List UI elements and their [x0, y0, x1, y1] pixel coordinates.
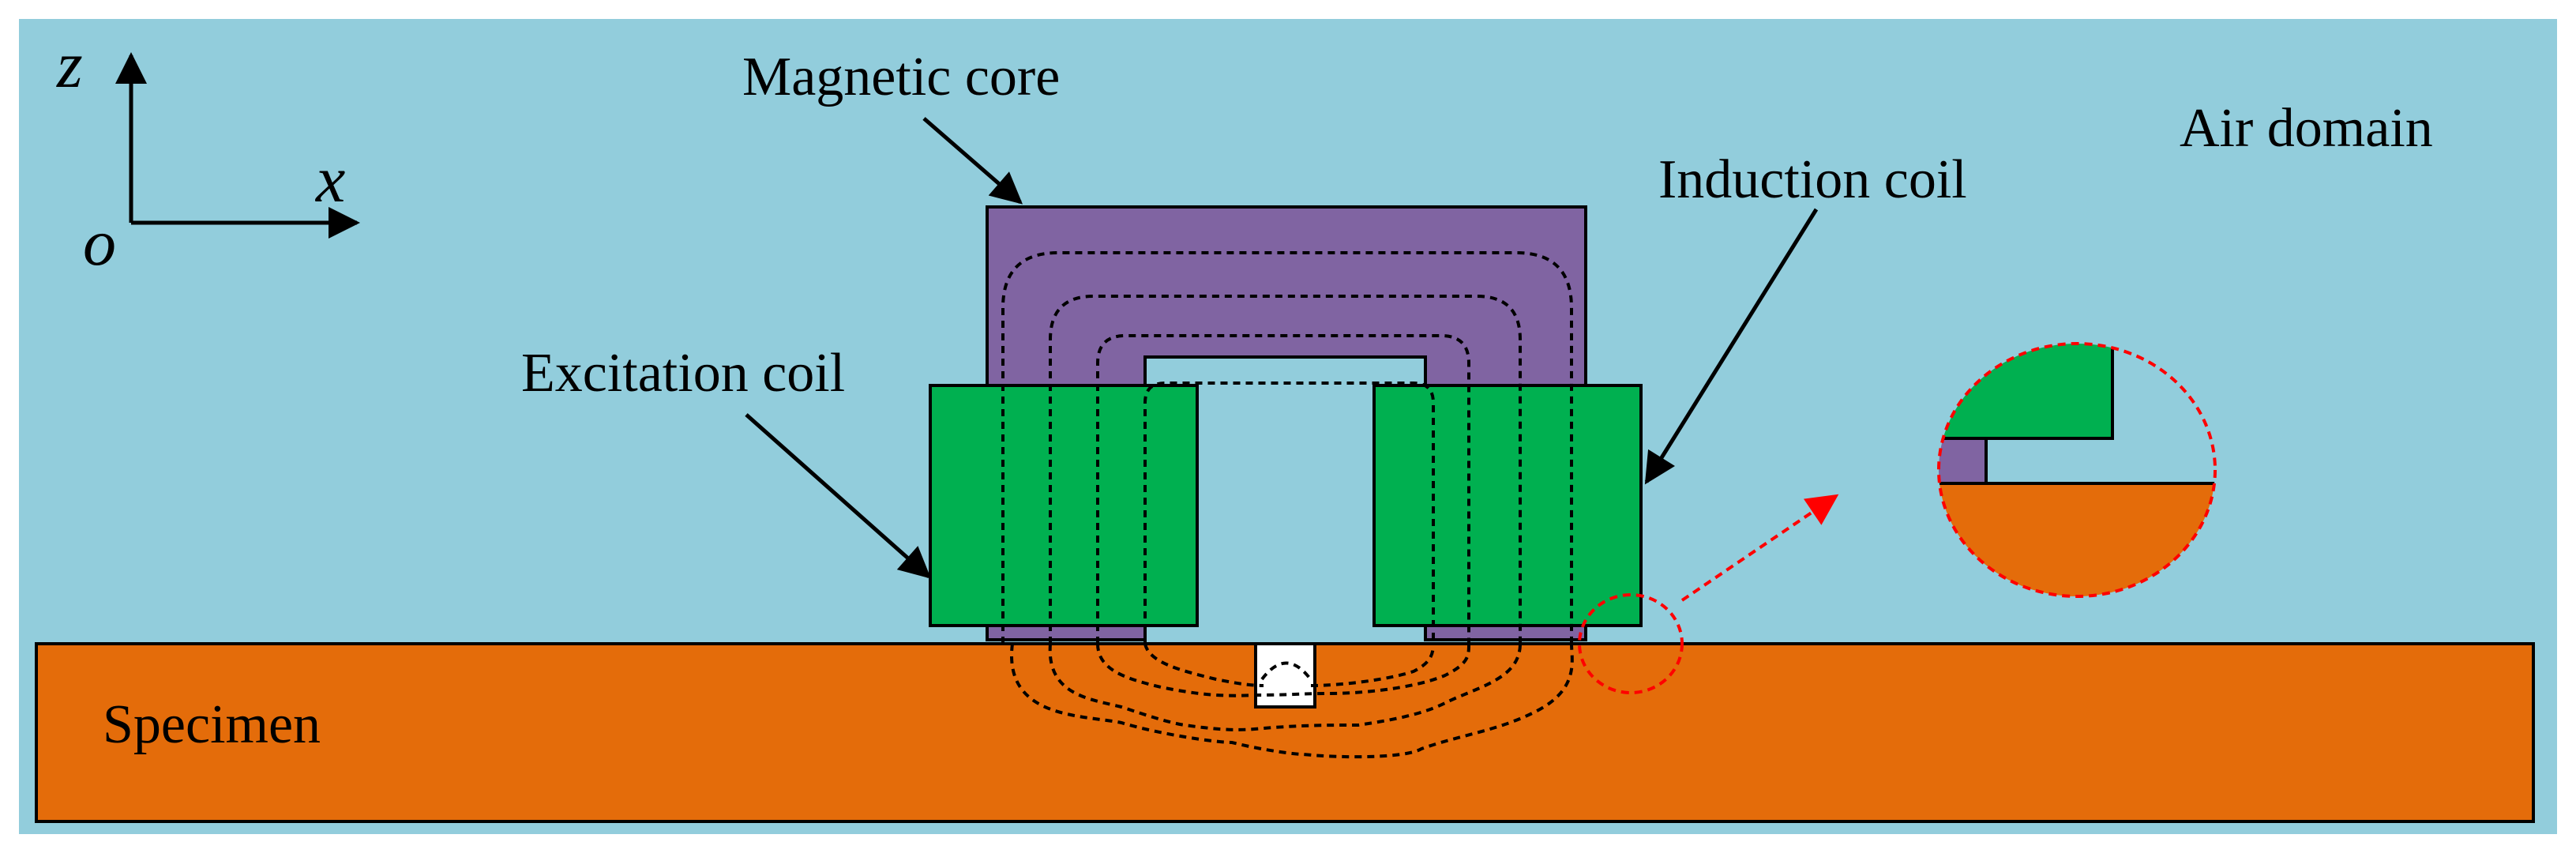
induction-coil-shape	[1372, 384, 1643, 627]
excitation-coil-shape	[929, 384, 1199, 627]
flux-line-3-lower	[1096, 643, 1470, 697]
origin-label: o	[83, 206, 116, 280]
flux-line-4	[1143, 382, 1435, 644]
magnetic-core-leader	[922, 117, 1023, 205]
flux-line-3	[1096, 334, 1470, 644]
zoom-inset-border	[1937, 342, 2217, 598]
specimen-label: Specimen	[103, 694, 321, 755]
zoom-arrow	[1680, 494, 1839, 602]
excitation-coil-label: Excitation coil	[521, 343, 845, 404]
induction-coil-label: Induction coil	[1658, 149, 1967, 210]
flux-lines	[1001, 251, 1574, 759]
excitation-coil-leader	[745, 413, 931, 579]
z-axis-label: z	[56, 28, 83, 102]
x-axis-label: x	[314, 143, 345, 216]
flux-line-2-lower	[1048, 643, 1522, 731]
zoom-source-circle	[1578, 593, 1684, 694]
defect-flux-line	[1260, 661, 1311, 681]
air-domain-label: Air domain	[2180, 98, 2433, 159]
magnetic-core-label: Magnetic core	[742, 47, 1060, 107]
flux-line-4-lower	[1143, 643, 1435, 687]
induction-coil-leader	[1644, 208, 1819, 485]
